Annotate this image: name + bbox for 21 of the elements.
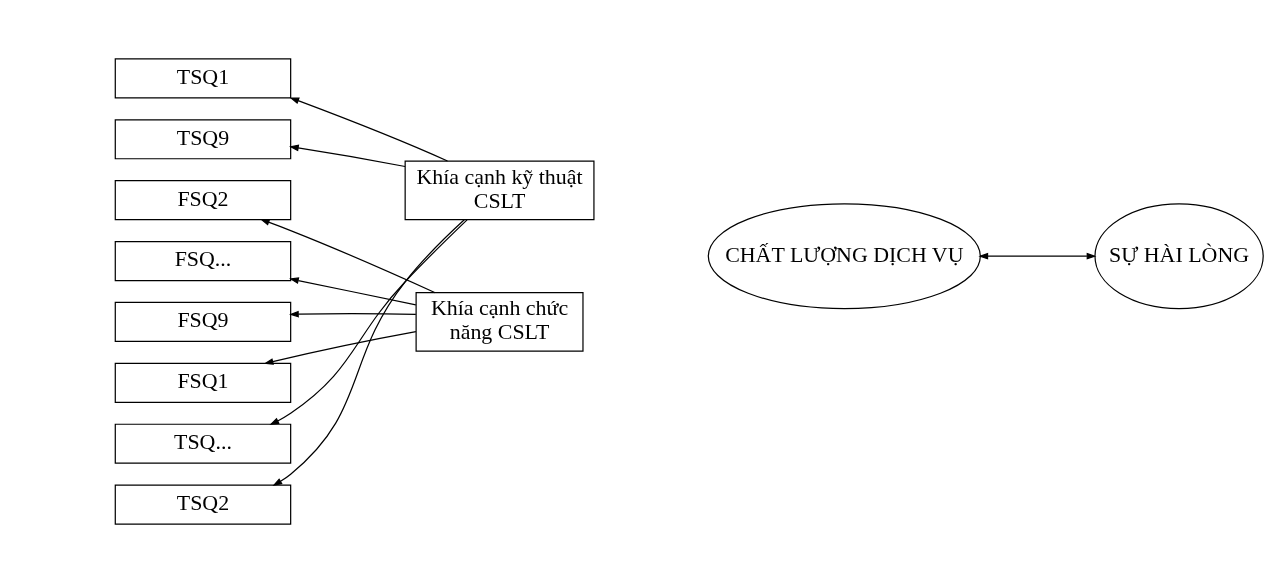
arrow [978, 252, 1097, 260]
arrow [289, 96, 449, 162]
arrow [289, 276, 417, 305]
node-box: Khía cạnh kỹ thuật CSLT [404, 160, 595, 220]
arrow [289, 310, 417, 318]
node-box: TSQ2 [114, 484, 292, 525]
node-box: TSQ1 [114, 57, 292, 98]
node-box: Khía cạnh chức năng CSLT [415, 291, 584, 352]
node-ellipse: SỰ HÀI LÒNG [1094, 202, 1264, 309]
node-box: FSQ1 [114, 362, 292, 403]
arrow [272, 218, 465, 486]
node-box: TSQ9 [114, 118, 292, 159]
node-box: TSQ... [114, 423, 292, 464]
node-box: FSQ9 [114, 301, 292, 342]
node-box: FSQ2 [114, 179, 292, 220]
node-ellipse: CHẤT LƯỢNG DỊCH VỤ [707, 202, 981, 309]
arrow [269, 218, 468, 425]
node-box: FSQ... [114, 240, 292, 281]
arrow [263, 330, 417, 365]
arrow [289, 144, 406, 167]
arrow [259, 218, 436, 293]
